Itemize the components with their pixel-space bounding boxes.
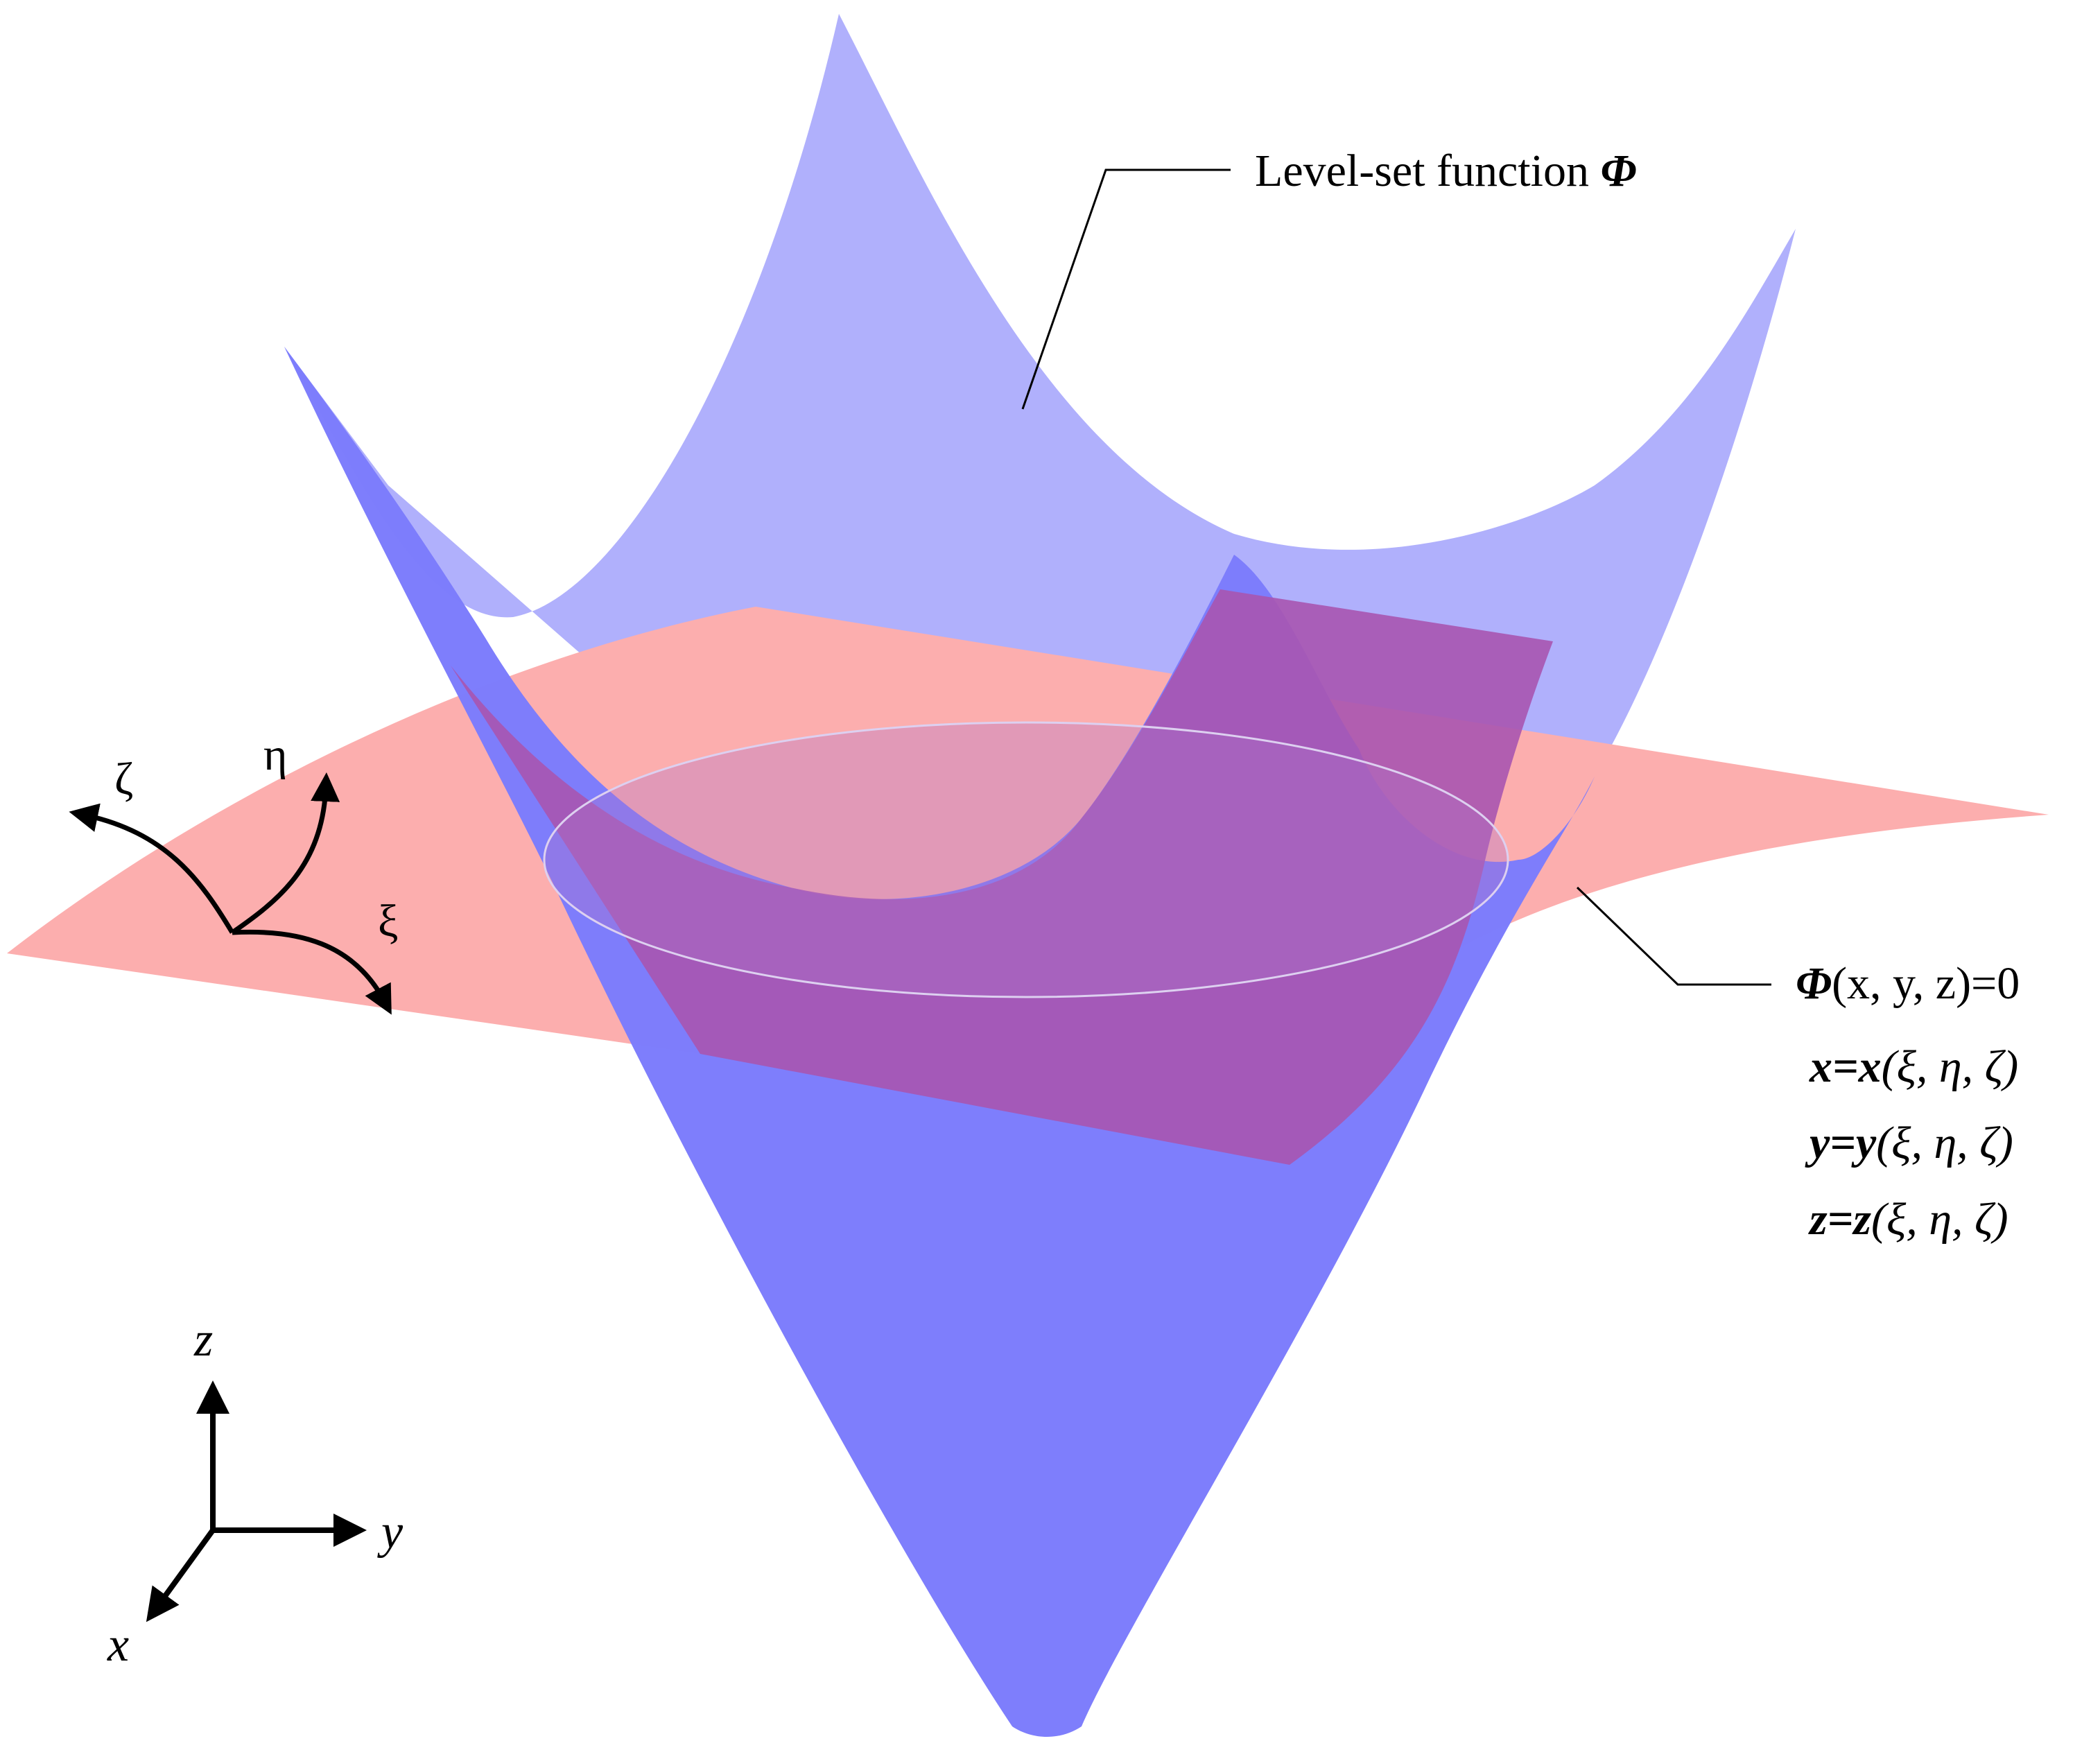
surface-label-text: Level-set function: [1255, 146, 1600, 196]
surface-label: Level-set function Φ: [1255, 146, 1637, 196]
zeta-arrow: [69, 803, 235, 934]
equation-line-2: x=x(ξ, η, ζ): [1809, 1041, 2018, 1092]
y-axis-label: y: [377, 1505, 403, 1559]
zeta-label: ζ: [114, 754, 133, 804]
xi-arrow: [232, 929, 392, 1015]
phi-symbol: Φ: [1600, 146, 1636, 196]
eta-label: η: [263, 729, 288, 780]
zero-contour-ellipse: [543, 721, 1509, 998]
equation-line-1: Φ(x, y, z)=0: [1796, 958, 2020, 1009]
cartesian-axes: z y x: [107, 1313, 403, 1672]
surface-leader-line: [1021, 168, 1231, 410]
eta-arrow: [231, 772, 340, 935]
x-axis-arrow: [146, 1528, 216, 1622]
plane-cone-overlap: [451, 589, 1553, 1165]
equation-line-3: y=y(ξ, η, ζ): [1805, 1118, 2013, 1168]
curvilinear-axes: ζ η ξ: [69, 729, 398, 1015]
equation-line-4: z=z(ξ, η, ζ): [1808, 1194, 2008, 1245]
z-axis-label: z: [193, 1313, 213, 1367]
xi-label: ξ: [378, 896, 398, 946]
x-axis-label: x: [107, 1618, 129, 1672]
equation-leader-line: [1576, 886, 1771, 986]
